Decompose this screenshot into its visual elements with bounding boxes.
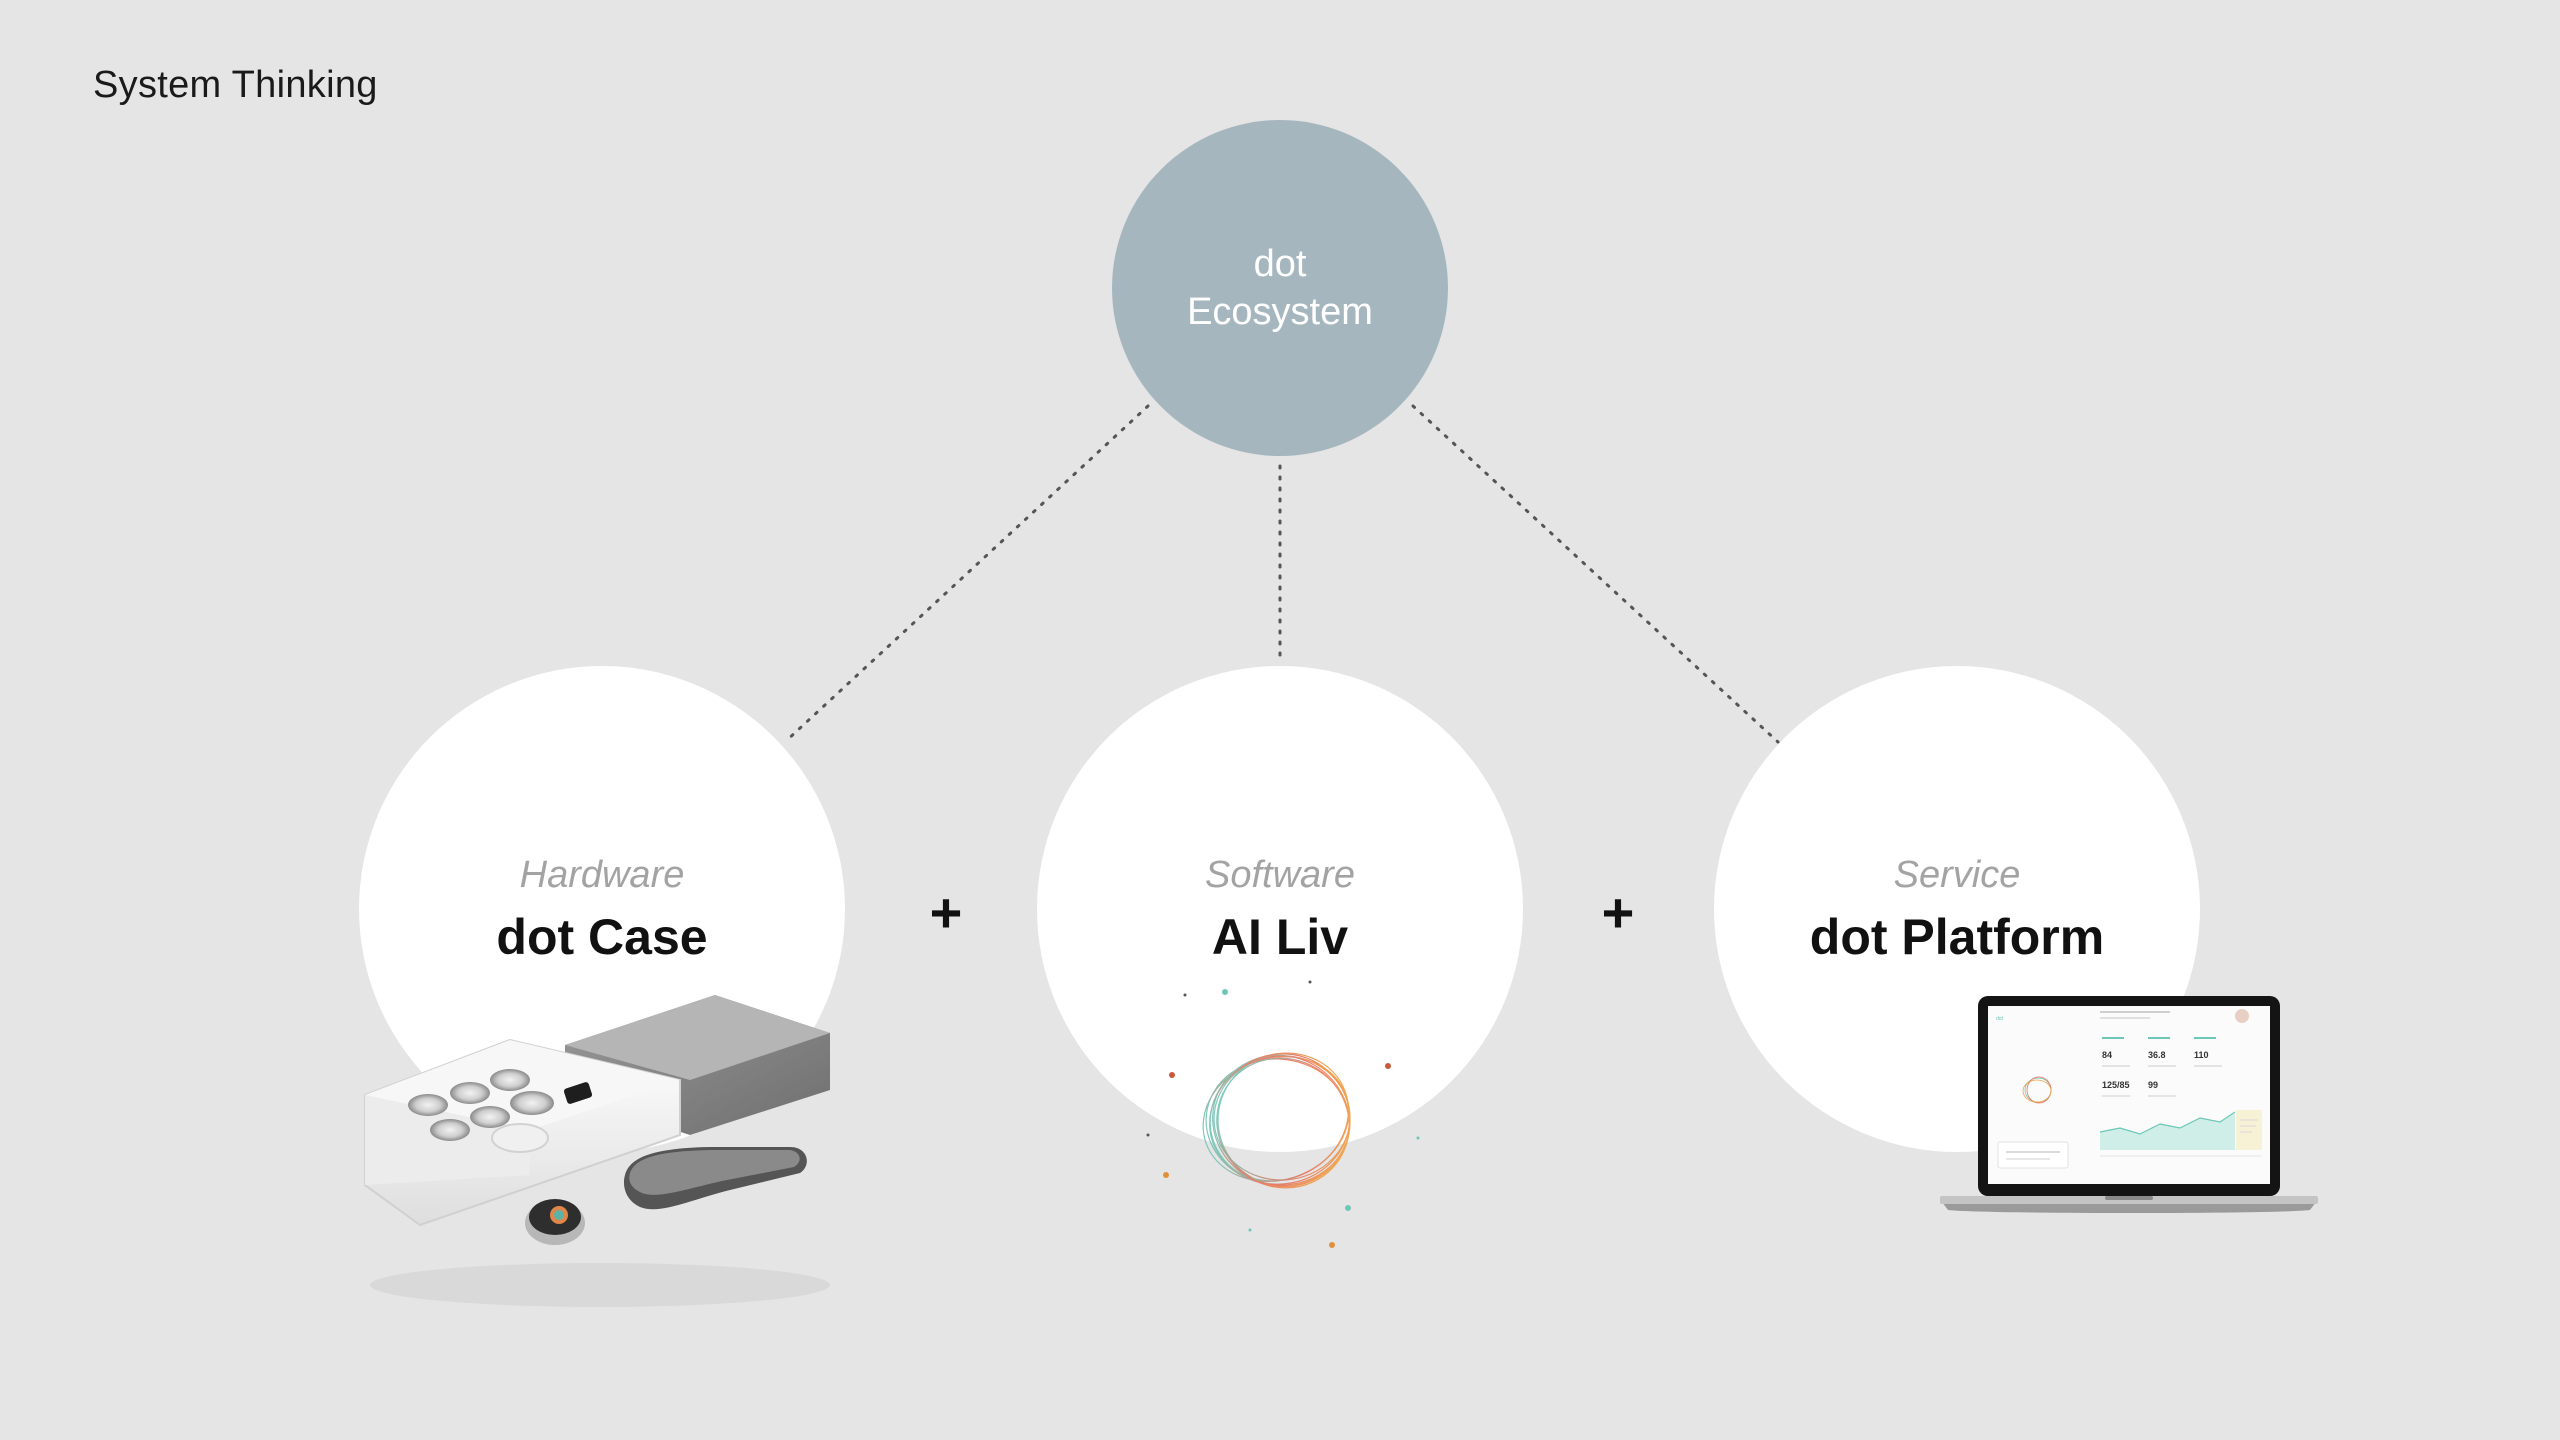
dashboard-screen: dot 84 36.8 110 125/85 99 (1988, 1006, 2270, 1184)
dot-case-illustration (364, 995, 830, 1307)
ai-liv-ring-illustration (1146, 980, 1420, 1248)
handheld-device (623, 1147, 807, 1210)
page-title: System Thinking (93, 64, 378, 106)
capsule-slots (408, 1069, 593, 1153)
hub-label-line2: Ecosystem (1187, 291, 1373, 333)
software-node: Software AI Liv (1037, 666, 1523, 1152)
ring-lines (1202, 1052, 1351, 1189)
connector-service (1411, 404, 1780, 744)
software-name: AI Liv (1211, 909, 1349, 965)
hardware-name: dot Case (496, 909, 708, 965)
service-category: Service (1893, 854, 2021, 896)
service-name: dot Platform (1809, 909, 2105, 965)
metric-2: 36.8 (2148, 1050, 2166, 1060)
dot-sensor (525, 1199, 585, 1245)
connector-hardware (783, 404, 1150, 744)
metric-4: 125/85 (2102, 1080, 2130, 1090)
dot-platform-laptop-illustration: dot 84 36.8 110 125/85 99 (1940, 996, 2318, 1213)
hub-label-line1: dot (1253, 243, 1307, 285)
svg-text:dot: dot (1996, 1016, 2004, 1022)
metric-5: 99 (2148, 1080, 2158, 1090)
ecosystem-hub: dot Ecosystem (1112, 120, 1448, 456)
metric-1: 84 (2102, 1050, 2112, 1060)
plus-sign-2: + (1601, 881, 1635, 944)
plus-sign-1: + (929, 881, 963, 944)
software-category: Software (1205, 854, 1355, 896)
metric-3: 110 (2194, 1050, 2209, 1060)
particles (1146, 980, 1420, 1248)
hardware-category: Hardware (519, 854, 685, 896)
